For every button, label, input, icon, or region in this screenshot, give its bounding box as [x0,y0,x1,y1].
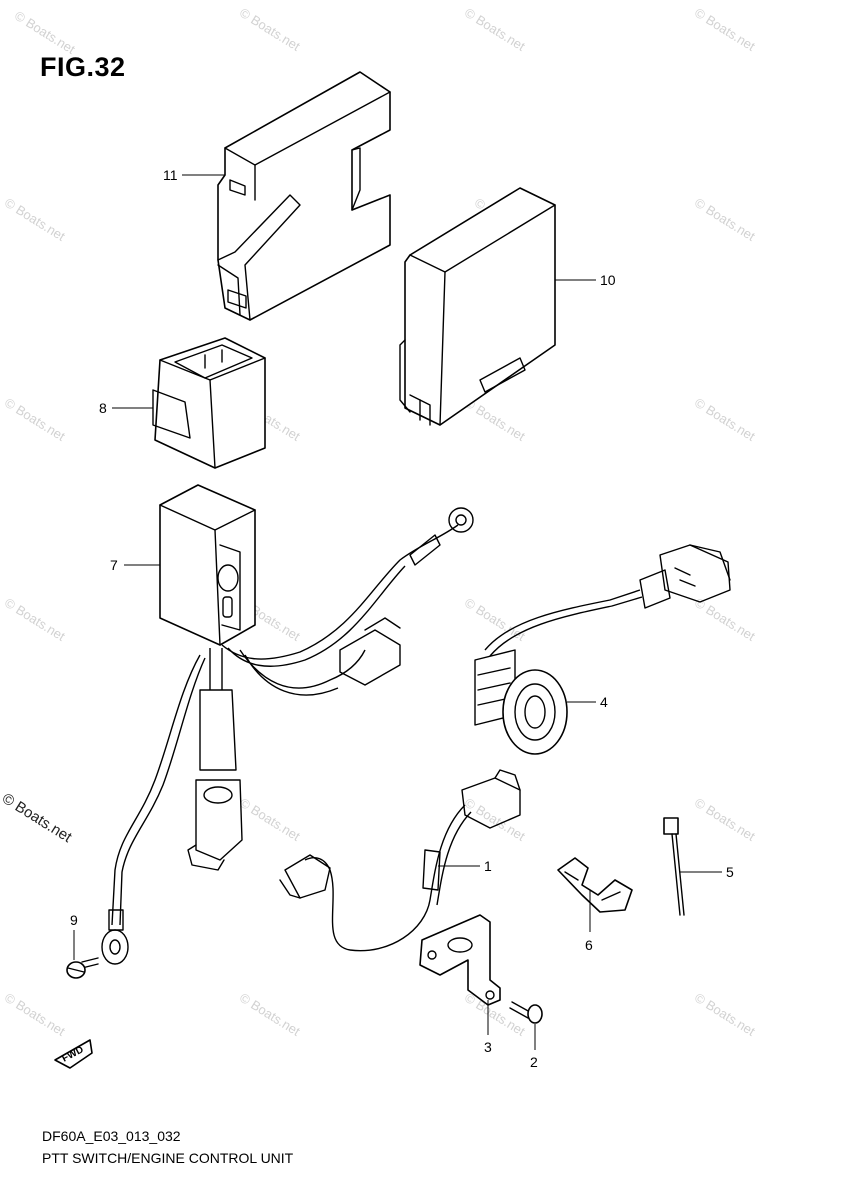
part-1-harness[interactable] [279,769,521,952]
callout-2: 2 [530,1054,538,1070]
callout-9: 9 [70,912,78,928]
part-11-cover[interactable] [217,71,391,321]
callout-10: 10 [600,272,616,288]
callout-11: 11 [163,167,178,183]
part-5-cable-tie[interactable] [663,817,685,916]
diagram-title: PTT SWITCH/ENGINE CONTROL UNIT [42,1150,294,1166]
fwd-arrow-icon: FWD [54,1039,93,1069]
callout-1: 1 [484,858,492,874]
callout-8: 8 [99,400,107,416]
part-7-switch-unit[interactable] [101,484,474,965]
part-3-bracket[interactable] [419,914,501,1006]
part-4-ptt-switch[interactable] [474,544,731,755]
part-2-screw[interactable] [509,1001,543,1024]
callout-4: 4 [600,694,608,710]
part-10-ecu[interactable] [399,187,556,426]
part-8-relay[interactable] [152,337,266,469]
callout-7: 7 [110,557,118,573]
figure-title: FIG.32 [40,52,126,82]
callout-6: 6 [585,937,593,953]
part-6-clip[interactable] [557,857,633,913]
callout-3: 3 [484,1039,492,1055]
part-9-bolt[interactable] [66,957,99,979]
callout-5: 5 [726,864,734,880]
diagram-code: DF60A_E03_013_032 [42,1128,181,1144]
